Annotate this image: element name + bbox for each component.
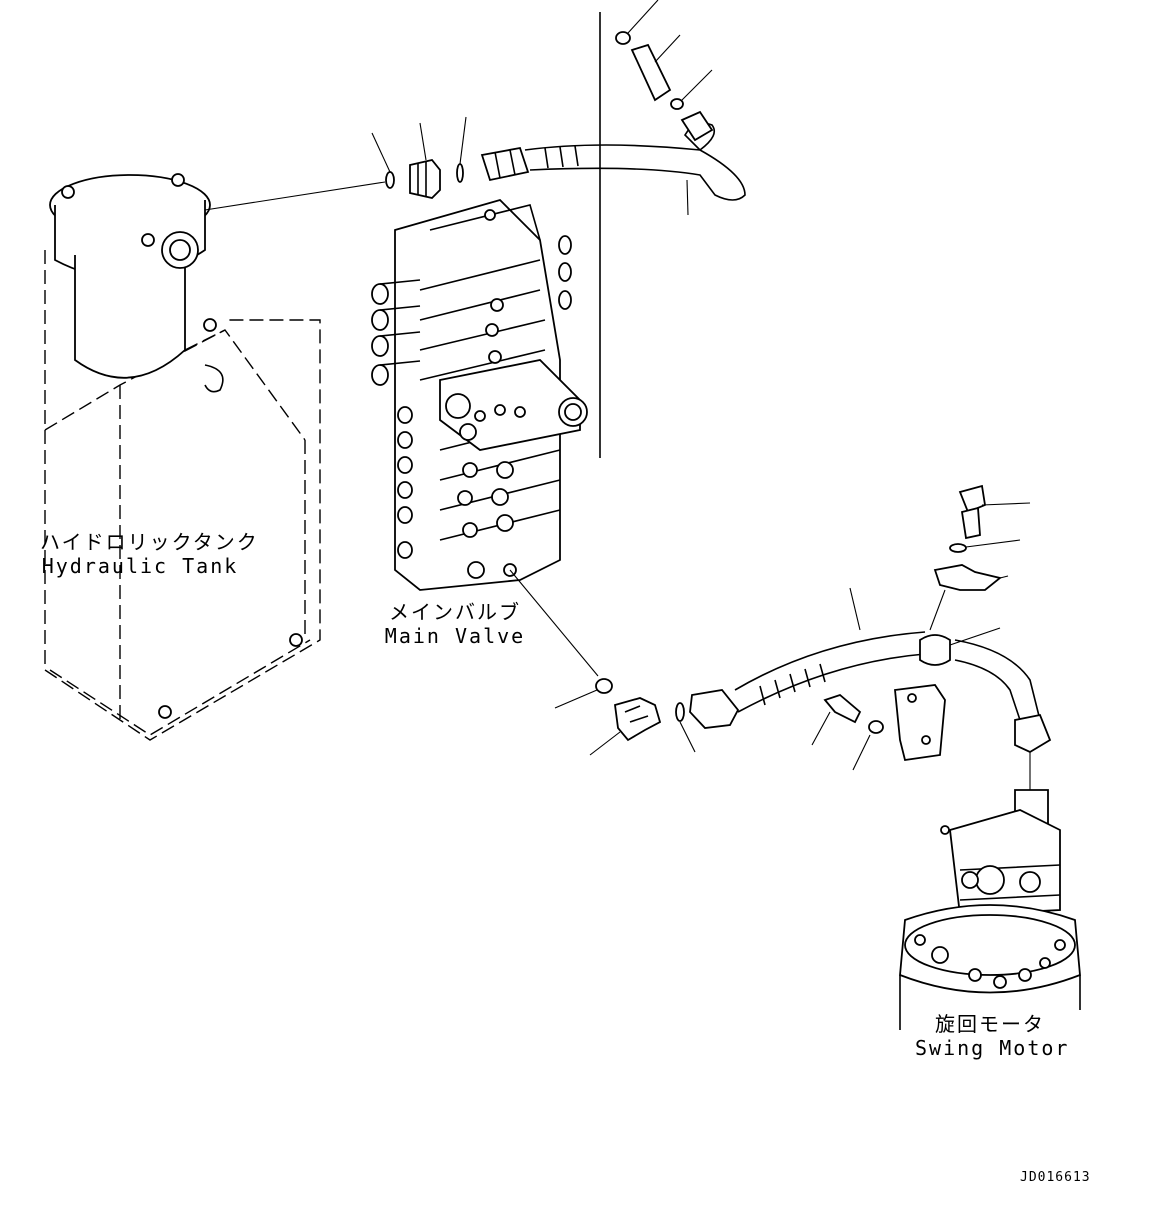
- hydraulic-tank-drawing: [44, 173, 321, 741]
- valve-spools: [371, 235, 572, 559]
- drawing-code: JD016613: [1020, 1170, 1091, 1185]
- hydraulic-tank-label-jp: ハイドロリックタンク: [40, 530, 259, 554]
- hydraulic-tank-label-en: Hydraulic Tank: [41, 554, 239, 578]
- swing-motor-label-jp: 旋回モータ: [935, 1012, 1045, 1036]
- swing-motor-label-en: Swing Motor: [915, 1036, 1070, 1060]
- lower-fittings: [554, 678, 740, 756]
- upper-hose: [524, 0, 746, 216]
- hydraulic-tank-label: ハイドロリックタンク Hydraulic Tank: [40, 530, 259, 578]
- swing-motor-label: 旋回モータ Swing Motor: [915, 1012, 1070, 1060]
- main-valve-drawing: [371, 198, 588, 591]
- tank-filter-housing: [49, 173, 224, 393]
- lower-hose: [734, 587, 1052, 754]
- main-valve-label-jp: メインバルブ: [389, 600, 521, 624]
- swing-motor-drawing: [899, 752, 1081, 1030]
- clamp-bracket: [811, 484, 1031, 771]
- top-fittings: [371, 116, 530, 199]
- main-valve-label-en: Main Valve: [384, 624, 526, 648]
- main-valve-label: メインバルブ Main Valve: [380, 600, 530, 648]
